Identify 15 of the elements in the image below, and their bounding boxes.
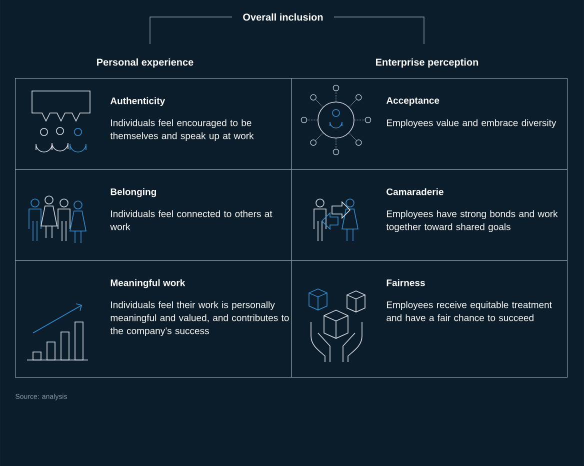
card-heading: Fairness: [386, 279, 425, 286]
card-text: Individuals feel their work is personally meaningful and valued, and contributes to the company’s success: [110, 301, 289, 336]
card-heading: Meaningful work: [110, 279, 186, 288]
card-heading: Camaraderie: [386, 188, 444, 196]
card-heading: Acceptance: [386, 97, 440, 106]
card-heading: Belonging: [110, 188, 156, 198]
card-text: Employees receive equitable treatment and have a fair chance to succeed: [386, 301, 552, 322]
card-text: Individuals feel encouraged to be themselves and speak up at work: [110, 119, 254, 142]
card-heading: Authenticity: [110, 97, 166, 106]
column-heading: Personal experience: [97, 58, 194, 68]
column-heading: Enterprise perception: [376, 58, 478, 68]
card-text: Employees have strong bonds and work together toward shared goals: [386, 210, 558, 232]
card-text: Employees value and embrace diversity: [386, 119, 556, 128]
card-text: Individuals feel connected to others at work: [110, 210, 272, 230]
title: Overall inclusion: [243, 13, 323, 21]
